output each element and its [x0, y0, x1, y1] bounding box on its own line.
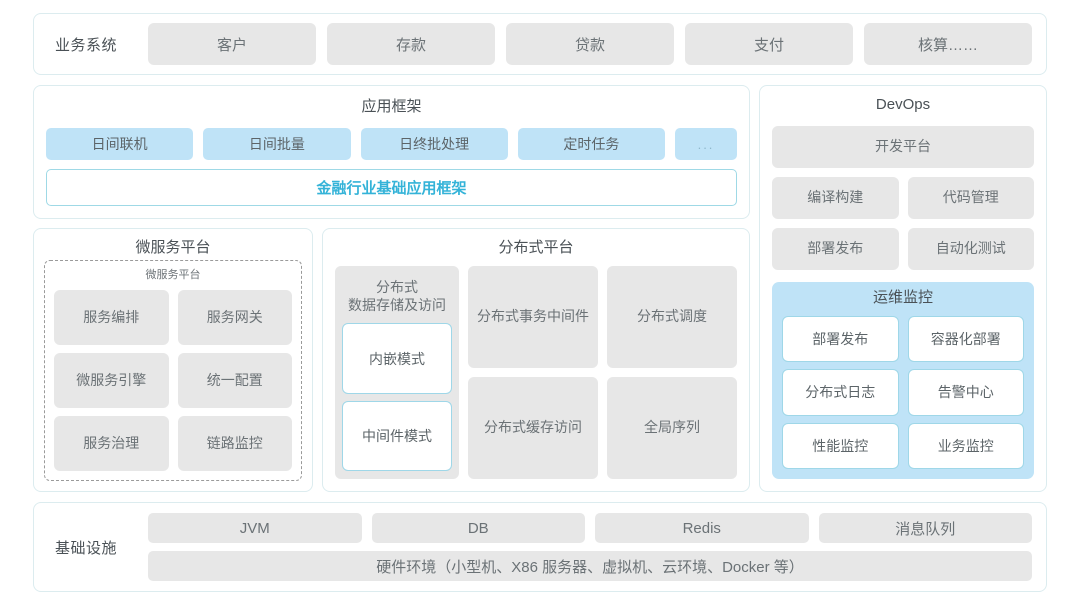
business-system-item[interactable]: 存款 — [327, 23, 495, 65]
distributed-storage-title-line1: 分布式 — [376, 279, 418, 295]
distributed-item-line1: 分布式 — [477, 308, 519, 325]
distributed-storage-title: 分布式 数据存储及访问 — [342, 274, 452, 316]
devops-title: DevOps — [875, 96, 931, 113]
ops-monitoring-item[interactable]: 部署发布 — [782, 316, 899, 363]
business-system-item[interactable]: 贷款 — [506, 23, 674, 65]
ops-monitoring-section: 运维监控 部署发布 容器化部署 分布式日志 告警中心 性能监控 业务监控 — [772, 282, 1034, 479]
distributed-item[interactable]: 全局序列 — [607, 377, 737, 479]
devops-item-row: 部署发布 自动化测试 — [772, 228, 1034, 270]
distributed-platform-grid: 分布式 事务中间件 分布式调度 分布式 缓存访问 全局序列 — [468, 266, 737, 479]
devops-item-row: 编译构建 代码管理 — [772, 177, 1034, 219]
distributed-platform-section: 分布式平台 分布式 数据存储及访问 内嵌模式 中间件模式 — [322, 228, 750, 492]
microservice-item[interactable]: 链路监控 — [177, 416, 292, 471]
distributed-storage-title-line2: 数据存储及访问 — [348, 297, 446, 314]
distributed-storage-mode[interactable]: 内嵌模式 — [342, 323, 452, 394]
distributed-storage-mode[interactable]: 中间件模式 — [342, 400, 452, 471]
devops-item[interactable]: 编译构建 — [772, 177, 899, 219]
devops-platform-item[interactable]: 开发平台 — [772, 126, 1034, 168]
devops-section: DevOps 开发平台 编译构建 代码管理 部署发布 自动化测试 运维监控 部署… — [759, 85, 1047, 492]
microservice-item[interactable]: 服务网关 — [177, 290, 292, 345]
distributed-platform-title: 分布式平台 — [498, 239, 574, 256]
distributed-item-line1: 分布式 — [484, 419, 526, 436]
application-framework-chip[interactable]: 日间批量 — [203, 128, 351, 160]
infrastructure-item[interactable]: Redis — [595, 513, 809, 543]
microservice-platform-grid: 服务编排 服务网关 微服务引擎 统一配置 服务治理 链路监控 — [54, 290, 292, 471]
devops-item[interactable]: 部署发布 — [772, 228, 899, 270]
application-framework-chip[interactable]: 日间联机 — [46, 128, 194, 160]
devops-item[interactable]: 自动化测试 — [907, 228, 1034, 270]
devops-column: DevOps 开发平台 编译构建 代码管理 部署发布 自动化测试 运维监控 部署… — [759, 85, 1047, 492]
application-framework-banner: 金融行业基础应用框架 — [46, 169, 737, 206]
ops-monitoring-item[interactable]: 容器化部署 — [907, 316, 1024, 363]
infrastructure-item[interactable]: JVM — [148, 513, 362, 543]
distributed-platform-body: 分布式 数据存储及访问 内嵌模式 中间件模式 分布式 事务中间件 分布式调度 — [335, 266, 737, 479]
business-system-item[interactable]: 客户 — [148, 23, 316, 65]
infrastructure-chip-list: JVM DB Redis 消息队列 — [148, 513, 1032, 543]
application-framework-section: 应用框架 日间联机 日间批量 日终批处理 定时任务 ... 金融行业基础应用框架 — [33, 85, 750, 219]
business-systems-section: 业务系统 客户 存款 贷款 支付 核算…… — [33, 13, 1047, 75]
ops-monitoring-item[interactable]: 业务监控 — [907, 422, 1024, 469]
microservice-item[interactable]: 服务编排 — [54, 290, 169, 345]
ops-monitoring-item[interactable]: 分布式日志 — [782, 369, 899, 416]
infrastructure-stack: JVM DB Redis 消息队列 硬件环境（小型机、X86 服务器、虚拟机、云… — [148, 513, 1032, 581]
business-system-item[interactable]: 支付 — [685, 23, 853, 65]
ops-monitoring-title: 运维监控 — [872, 289, 933, 306]
application-framework-chip[interactable]: 定时任务 — [517, 128, 665, 160]
middle-left-column: 应用框架 日间联机 日间批量 日终批处理 定时任务 ... 金融行业基础应用框架… — [33, 85, 750, 492]
devops-item[interactable]: 代码管理 — [907, 177, 1034, 219]
infrastructure-label: 基础设施 — [54, 539, 117, 557]
application-framework-more-chip[interactable]: ... — [675, 128, 737, 160]
business-systems-label: 业务系统 — [54, 36, 117, 54]
ops-monitoring-item[interactable]: 告警中心 — [907, 369, 1024, 416]
microservice-platform-inner-title: 微服务平台 — [145, 269, 201, 281]
infrastructure-section: 基础设施 JVM DB Redis 消息队列 硬件环境（小型机、X86 服务器、… — [33, 502, 1047, 592]
business-systems-list: 客户 存款 贷款 支付 核算…… — [148, 23, 1032, 65]
infrastructure-item[interactable]: DB — [371, 513, 585, 543]
application-framework-chip-list: 日间联机 日间批量 日终批处理 定时任务 ... — [46, 128, 737, 160]
distributed-item[interactable]: 分布式 缓存访问 — [468, 377, 598, 479]
microservice-platform-section: 微服务平台 微服务平台 服务编排 服务网关 微服务引擎 统一配置 服务治理 链路… — [33, 228, 313, 492]
infrastructure-item[interactable]: 消息队列 — [818, 513, 1032, 543]
ops-monitoring-grid: 部署发布 容器化部署 分布式日志 告警中心 性能监控 业务监控 — [782, 316, 1024, 469]
microservice-item[interactable]: 微服务引擎 — [54, 353, 169, 408]
middle-band: 应用框架 日间联机 日间批量 日终批处理 定时任务 ... 金融行业基础应用框架… — [33, 85, 1047, 492]
distributed-item[interactable]: 分布式 事务中间件 — [468, 266, 598, 368]
application-framework-chip[interactable]: 日终批处理 — [360, 128, 508, 160]
business-system-item[interactable]: 核算…… — [864, 23, 1032, 65]
distributed-storage-tile[interactable]: 分布式 数据存储及访问 内嵌模式 中间件模式 — [335, 266, 459, 479]
distributed-item-line2: 缓存访问 — [526, 419, 582, 436]
microservice-platform-title: 微服务平台 — [135, 239, 211, 256]
microservice-platform-inner-box: 微服务平台 服务编排 服务网关 微服务引擎 统一配置 服务治理 链路监控 — [44, 260, 302, 481]
distributed-item-line2: 事务中间件 — [519, 308, 589, 325]
microservice-item[interactable]: 服务治理 — [54, 416, 169, 471]
platforms-row: 微服务平台 微服务平台 服务编排 服务网关 微服务引擎 统一配置 服务治理 链路… — [33, 228, 750, 492]
ops-monitoring-item[interactable]: 性能监控 — [782, 422, 899, 469]
hardware-environment-bar[interactable]: 硬件环境（小型机、X86 服务器、虚拟机、云环境、Docker 等） — [148, 551, 1032, 581]
distributed-item[interactable]: 分布式调度 — [607, 266, 737, 368]
microservice-item[interactable]: 统一配置 — [177, 353, 292, 408]
application-framework-title: 应用框架 — [361, 98, 422, 115]
